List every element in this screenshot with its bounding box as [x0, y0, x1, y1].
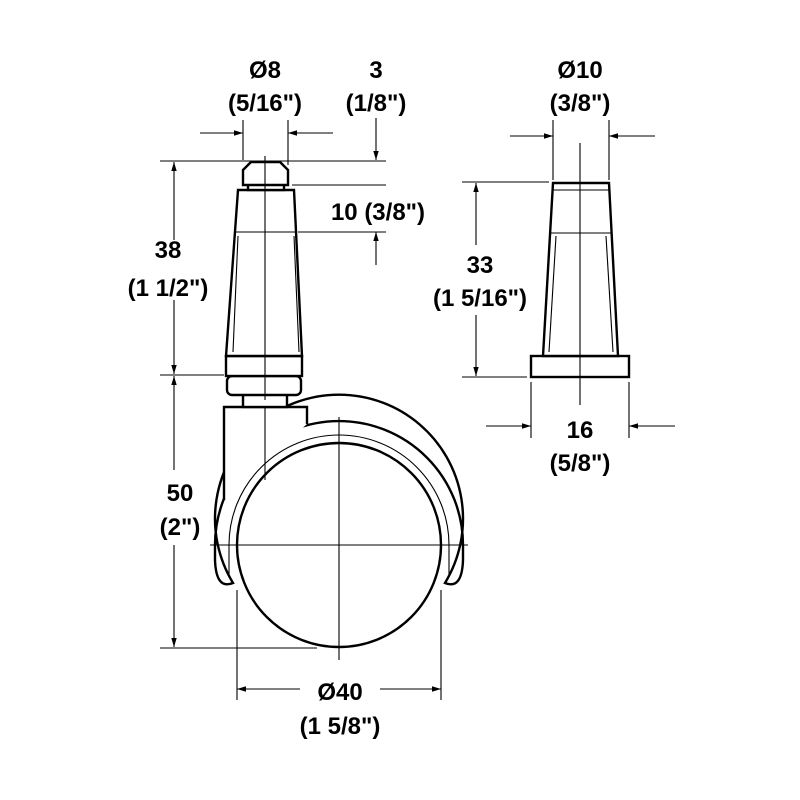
wheel-height-imperial: (2") [160, 514, 201, 541]
wheel-height-label: 50 [167, 480, 194, 507]
stem-height-label: 38 [155, 237, 182, 264]
stem-height-imperial: (1 1/2") [128, 275, 209, 302]
socket-diameter-label: Ø10 [557, 57, 602, 84]
caster-wheel [210, 393, 468, 660]
stem-collar-label: 10 (3/8") [331, 199, 425, 226]
socket-height-imperial: (1 5/16") [433, 285, 527, 312]
wheel-diameter-imperial: (1 5/8") [300, 713, 381, 740]
caster-socket [529, 143, 631, 405]
stem-tip-label: 3 [369, 57, 382, 84]
socket-diameter-imperial: (3/8") [550, 90, 611, 117]
caster-stem [224, 156, 304, 409]
wheel-diameter-label: Ø40 [317, 679, 362, 706]
stem-tip-imperial: (1/8") [346, 90, 407, 117]
stem-diameter-label: Ø8 [249, 57, 281, 84]
socket-height-label: 33 [467, 252, 494, 279]
socket-base-label: 16 [567, 417, 594, 444]
dimension-lines [160, 118, 675, 700]
stem-diameter-imperial: (5/16") [228, 90, 302, 117]
socket-base-imperial: (5/8") [550, 450, 611, 477]
